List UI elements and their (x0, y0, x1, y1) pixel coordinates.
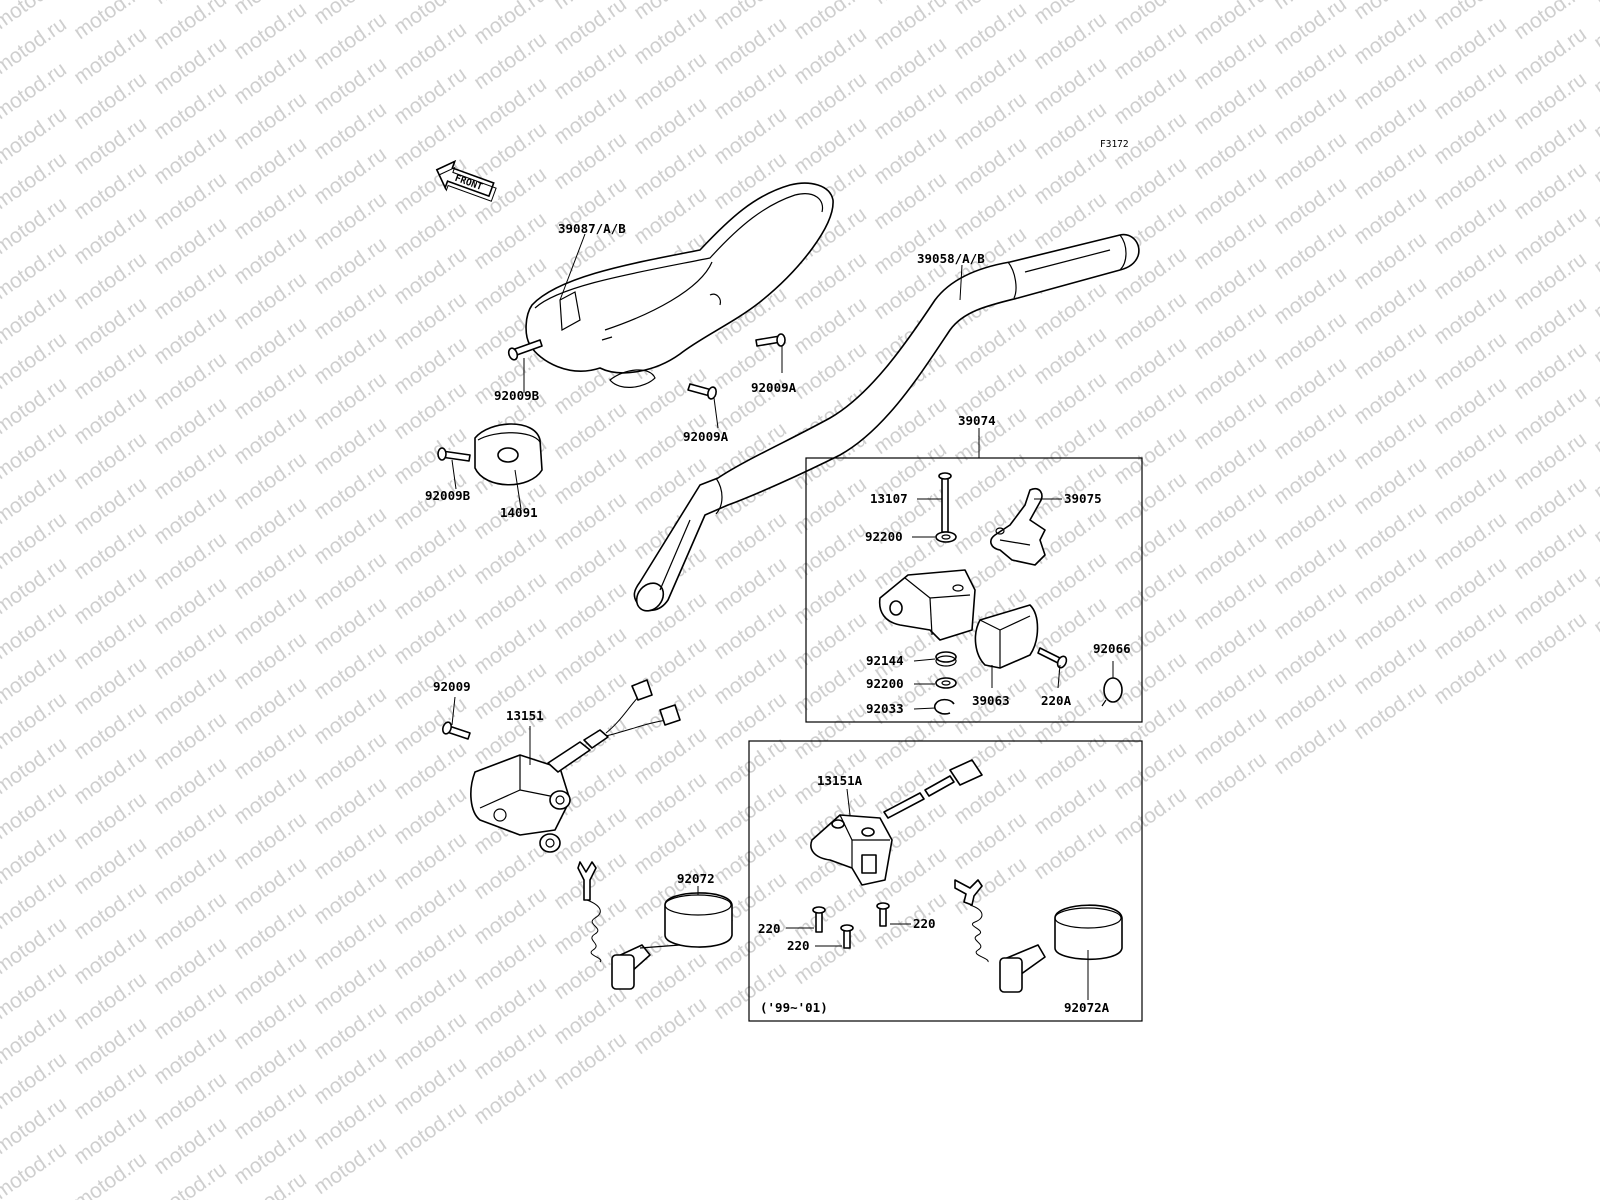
handlebar (633, 233, 1140, 612)
label-92072a: 92072A (1064, 1000, 1110, 1015)
screw-92009a-right (755, 333, 786, 347)
throttle-assembly-box (805, 457, 1143, 723)
screw-220-middle (840, 924, 854, 949)
part-labels: 39087/A/B 39058/A/B 92009B 92009A 92009A… (425, 221, 1131, 1015)
throttle-lever-body (878, 569, 976, 641)
label-92009a-lower: 92009A (683, 429, 729, 444)
washer-upper (935, 531, 957, 543)
label-13151: 13151 (506, 708, 544, 723)
screw-220-left (812, 906, 826, 933)
washer-lower (935, 677, 957, 689)
clip-92033 (933, 698, 955, 715)
label-13151a: 13151A (817, 773, 863, 788)
label-92009b-upper: 92009B (494, 388, 540, 403)
label-220-left: 220 (758, 921, 781, 936)
watermark-text: motod.ru (1590, 0, 1600, 54)
switch-13151a (810, 759, 983, 886)
washer-lower-hole (941, 680, 951, 686)
throttle-collar (974, 604, 1039, 669)
label-39058: 39058/A/B (917, 251, 985, 266)
spring-92144 (935, 651, 957, 667)
screw-92009b-lower (437, 447, 471, 462)
washer-upper-hole (941, 534, 951, 540)
label-92033: 92033 (866, 701, 904, 716)
label-39074: 39074 (958, 413, 996, 428)
figure-code: F3172 (1100, 139, 1129, 150)
leader-lines (451, 233, 1114, 1000)
label-92200-lower: 92200 (866, 676, 904, 691)
throttle-lever (990, 487, 1046, 566)
label-92009: 92009 (433, 679, 471, 694)
label-92200-upper: 92200 (865, 529, 903, 544)
lanyard-92072 (577, 861, 733, 990)
label-220-right: 220 (913, 916, 936, 931)
label-220-middle: 220 (787, 938, 810, 953)
label-14091: 14091 (500, 505, 538, 520)
screw-92009 (441, 721, 471, 740)
switch-13151 (470, 679, 681, 853)
pad-block (474, 423, 543, 486)
label-92009a-right: 92009A (751, 380, 797, 395)
screw-220a (1037, 647, 1068, 669)
screw-92009a-lower (687, 383, 717, 400)
watermark-text: motod.ru (1590, 0, 1600, 9)
label-220a: 220A (1041, 693, 1072, 708)
handlebar-pad-cover (525, 182, 834, 388)
label-92009b-lower: 92009B (425, 488, 471, 503)
label-13107: 13107 (870, 491, 908, 506)
label-39063: 39063 (972, 693, 1010, 708)
lanyard-92072a (954, 879, 1123, 993)
screw-220-right (876, 902, 890, 927)
label-92144: 92144 (866, 653, 904, 668)
date-note: ('99~'01) (760, 1000, 828, 1015)
label-39075: 39075 (1064, 491, 1102, 506)
variant-box-99-01 (748, 740, 1143, 1022)
label-92072: 92072 (677, 871, 715, 886)
screw-92009b-upper (507, 339, 543, 361)
label-39087: 39087/A/B (558, 221, 626, 236)
label-92066: 92066 (1093, 641, 1131, 656)
